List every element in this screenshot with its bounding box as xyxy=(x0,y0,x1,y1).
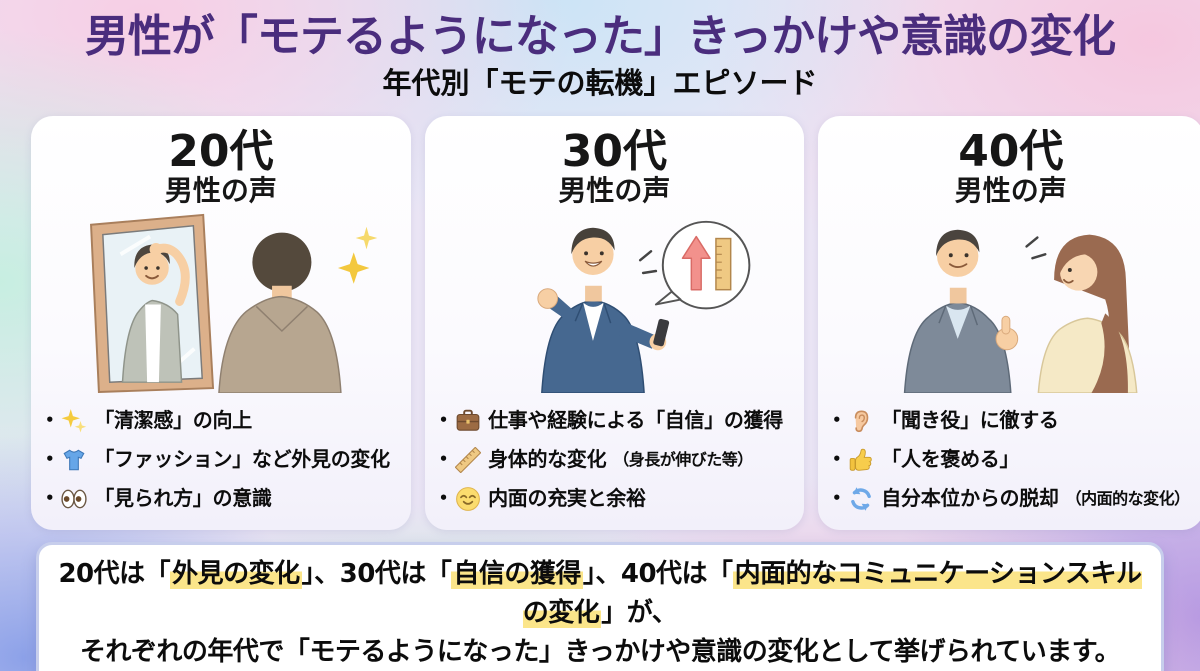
summary-box: 20代は「外見の変化」、30代は「自信の獲得」、40代は「内面的なコミュニケーシ… xyxy=(36,542,1164,671)
summary-line-1: 20代は「外見の変化」、30代は「自信の獲得」、40代は「内面的なコミュニケーシ… xyxy=(55,555,1145,633)
eyes-icon xyxy=(61,486,87,512)
bullet-text: 内面の充実と余裕 xyxy=(488,486,646,511)
bullet-text: 身体的な変化 xyxy=(488,447,607,472)
summary-text: 20代は「 xyxy=(58,559,171,590)
summary-text: 」、30代は「 xyxy=(301,559,452,590)
bullet-dot: • xyxy=(832,489,842,508)
bullet-dot: • xyxy=(45,489,55,508)
summary-line-2: それぞれの年代で「モテるようになった」きっかけや意識の変化として挙げられています… xyxy=(79,637,1121,668)
bullet-item: • 「聞き役」に徹する xyxy=(832,401,1190,440)
mirror-illustration xyxy=(45,211,397,394)
bullet-text: 「ファッション」など外見の変化 xyxy=(94,447,390,472)
bullet-text: 「清潔感」の向上 xyxy=(94,408,252,433)
smiley-icon xyxy=(455,486,481,512)
card-age-label: 30代 xyxy=(561,126,668,178)
thumbsup-icon xyxy=(848,447,874,473)
bullet-item: • 「清潔感」の向上 xyxy=(45,401,397,440)
bullet-text: 「聞き役」に徹する xyxy=(881,408,1059,433)
bullet-dot: • xyxy=(438,411,449,430)
summary-text: 」が、 xyxy=(601,598,678,629)
conversation-illustration xyxy=(832,211,1190,394)
businessman-illustration xyxy=(439,211,790,394)
bullet-note: （身長が伸びた等） xyxy=(613,450,753,470)
sparkles-icon xyxy=(61,408,87,434)
bullet-item: • 「見られ方」の意識 xyxy=(45,479,397,518)
page-subtitle: 年代別「モテの転機」エピソード xyxy=(382,65,818,100)
summary-highlight-confidence: 自信の獲得 xyxy=(451,559,583,590)
bullet-text: 自分本位からの脱却 xyxy=(881,486,1059,511)
bullet-dot: • xyxy=(45,411,55,430)
bullet-list: • 「清潔感」の向上 • 「ファッション」など外見の変化 • xyxy=(45,401,397,518)
bullet-text: 「見られ方」の意識 xyxy=(94,486,272,511)
bullet-item: • 身体的な変化 （身長が伸びた等） xyxy=(439,440,790,479)
bullet-text: 「人を褒める」 xyxy=(881,447,1020,472)
summary-highlight-appearance: 外見の変化 xyxy=(170,559,302,590)
bullet-list: • 仕事や経験による「自信」の獲得 • 身体的な変化 （身長が伸びた等） • xyxy=(439,401,790,518)
bullet-dot: • xyxy=(438,489,449,508)
bullet-item: • 「人を褒める」 xyxy=(832,440,1190,479)
ear-icon xyxy=(848,408,874,434)
bullet-dot: • xyxy=(438,450,449,469)
bullet-list: • 「聞き役」に徹する • 「人を褒める」 • xyxy=(832,401,1190,518)
bullet-dot: • xyxy=(45,450,55,469)
bullet-dot: • xyxy=(832,450,842,469)
card-30s: 30代 男性の声 xyxy=(424,116,804,531)
bullet-dot: • xyxy=(832,411,842,430)
page-title: 男性が「モテるようになった」きっかけや意識の変化 xyxy=(84,11,1116,62)
bullet-item: • 内面の充実と余裕 xyxy=(439,479,790,518)
bullet-item: • 自分本位からの脱却 （内面的な変化） xyxy=(832,479,1190,518)
card-age-label: 40代 xyxy=(958,126,1064,178)
ruler-icon xyxy=(455,446,482,473)
card-voice-label: 男性の声 xyxy=(558,174,671,208)
age-cards-row: 20代 男性の声 xyxy=(31,116,1200,531)
briefcase-icon xyxy=(455,408,481,434)
card-voice-label: 男性の声 xyxy=(954,174,1067,208)
bullet-note: （内面的な変化） xyxy=(1065,489,1191,509)
card-40s: 40代 男性の声 xyxy=(818,116,1200,531)
card-age-label: 20代 xyxy=(168,126,274,178)
cycle-icon xyxy=(848,486,874,512)
bullet-item: • 「ファッション」など外見の変化 xyxy=(45,440,397,479)
bullet-item: • 仕事や経験による「自信」の獲得 xyxy=(439,401,790,440)
card-voice-label: 男性の声 xyxy=(164,174,277,208)
card-20s: 20代 男性の声 xyxy=(31,116,411,531)
summary-text: 」、40代は「 xyxy=(582,559,733,590)
header: 男性が「モテるようになった」きっかけや意識の変化 年代別「モテの転機」エピソード xyxy=(0,0,1200,100)
bullet-text: 仕事や経験による「自信」の獲得 xyxy=(488,408,783,433)
tshirt-icon xyxy=(61,447,87,473)
